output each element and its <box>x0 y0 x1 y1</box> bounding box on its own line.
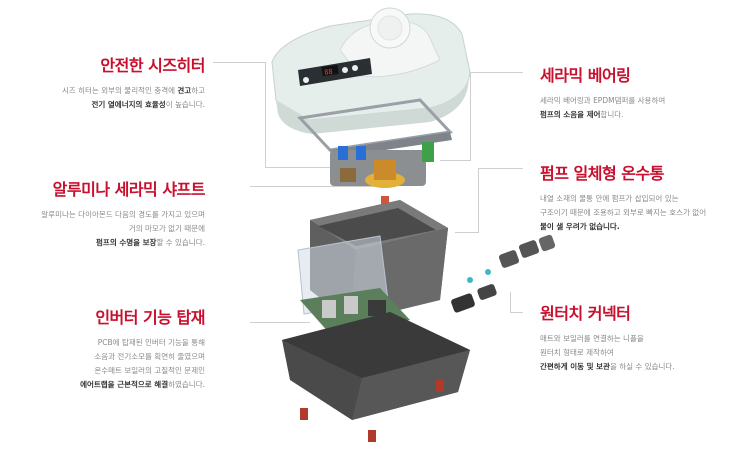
emphasis-text: 펌프의 수명을 보장 <box>96 238 157 247</box>
description-line: 간편하게 이동 및 보관을 하실 수 있습니다. <box>540 360 675 374</box>
feature-title: 펌프 일체형 온수통 <box>540 164 664 183</box>
body-text: 온수매트 보일러의 고질적인 문제인 <box>94 366 205 375</box>
description-line: 소음과 전기소모를 획연히 줄였으며 <box>80 350 205 364</box>
description-line: 시즈 히터는 외부의 물리적인 충격에 견고하고 <box>62 84 205 98</box>
feature-title: 인버터 기능 탑재 <box>95 308 205 327</box>
body-text: 하였습니다. <box>168 380 205 389</box>
feature-title: 안전한 시즈히터 <box>100 56 205 75</box>
feature-title: 원터치 커넥터 <box>540 304 631 323</box>
body-text: 을 하실 수 있습니다. <box>609 362 675 371</box>
leader-alumina <box>250 186 380 187</box>
description-line: 원터치 형태로 제작하여 <box>540 346 675 360</box>
body-text: PCB에 탑재된 인버터 기능을 통해 <box>97 338 205 347</box>
body-text: 할 수 있습니다. <box>156 238 205 247</box>
body-text: 원터치 형태로 제작하여 <box>540 348 614 357</box>
description-line: PCB에 탑재된 인버터 기능을 통해 <box>80 336 205 350</box>
body-text: 거의 마모가 없기 때문에 <box>128 224 205 233</box>
leader-pump-tank-h <box>455 232 478 233</box>
body-text: 소음과 전기소모를 획연히 줄였으며 <box>94 352 205 361</box>
pump-assembly <box>330 142 434 218</box>
leader-bearing-h <box>440 160 470 161</box>
description-line: 세라믹 베어링과 EPDM댐퍼를 사용하여 <box>540 94 665 108</box>
emphasis-text: 펌프의 소음을 제어 <box>540 110 601 119</box>
leader-one-touch <box>510 292 523 313</box>
leader-bearing <box>470 72 523 161</box>
description-line: 온수매트 보일러의 고질적인 문제인 <box>80 364 205 378</box>
emphasis-text: 전기 열에너지의 효율성 <box>91 100 166 109</box>
description-line: 내열 소재의 물통 안에 펌프가 삽입되어 있는 <box>540 192 706 206</box>
feature-title: 세라믹 베어링 <box>540 66 631 85</box>
body-text: 세라믹 베어링과 EPDM댐퍼를 사용하여 <box>540 96 666 105</box>
description-line: 물이 샐 우려가 없습니다. <box>540 220 706 234</box>
description-line: 매트와 보일러를 연결하는 니플을 <box>540 332 675 346</box>
description-line: 에어트랩을 근본적으로 해결하였습니다. <box>80 378 205 392</box>
base-housing <box>282 312 470 442</box>
description-line: 거의 마모가 없기 때문에 <box>41 222 205 236</box>
leader-seeds-heater <box>213 62 266 168</box>
description-line: 펌프의 수명을 보장할 수 있습니다. <box>41 236 205 250</box>
one-touch-connectors <box>451 234 556 313</box>
body-text: 이 높습니다. <box>165 100 205 109</box>
emphasis-text: 간편하게 이동 및 보관 <box>540 362 610 371</box>
body-text: 매트와 보일러를 연결하는 니플을 <box>540 334 644 343</box>
description-line: 구조이기 때문에 조용하고 외부로 빠지는 호스가 없어 <box>540 206 706 220</box>
body-text: 알루미나는 다이아몬드 다음의 경도를 가지고 있으며 <box>41 210 205 219</box>
description-line: 전기 열에너지의 효율성이 높습니다. <box>62 98 205 112</box>
body-text: 합니다. <box>600 110 624 119</box>
description-line: 펌프의 소음을 제어합니다. <box>540 108 665 122</box>
body-text: 하고 <box>191 86 205 95</box>
emphasis-text: 에어트랩을 근본적으로 해결 <box>80 380 169 389</box>
top-cover: 88 <box>271 7 471 134</box>
feature-title: 알루미나 세라믹 샤프트 <box>52 180 206 199</box>
leader-seeds-heater-h <box>265 167 335 168</box>
description-line: 알루미나는 다이아몬드 다음의 경도를 가지고 있으며 <box>41 208 205 222</box>
feature-alumina-shaft: 알루미나 세라믹 샤프트 알루미나는 다이아몬드 다음의 경도를 가지고 있으며… <box>41 176 205 250</box>
emphasis-text: 물이 샐 우려가 없습니다. <box>540 222 620 231</box>
leader-pump-tank <box>478 168 523 233</box>
leader-inverter <box>250 322 310 323</box>
emphasis-text: 견고 <box>177 86 192 95</box>
panel-digits: 88 <box>324 68 333 77</box>
body-text: 구조이기 때문에 조용하고 외부로 빠지는 호스가 없어 <box>540 208 707 217</box>
body-text: 시즈 히터는 외부의 물리적인 충격에 <box>61 86 178 95</box>
body-text: 내열 소재의 물통 안에 펌프가 삽입되어 있는 <box>540 194 679 203</box>
